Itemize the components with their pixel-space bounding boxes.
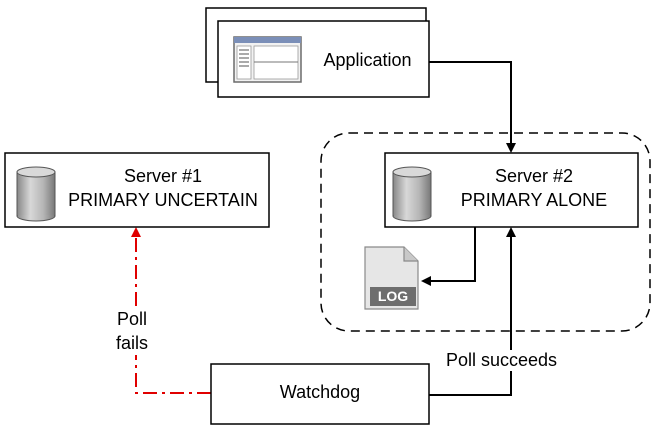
server2-database-icon	[392, 166, 432, 222]
watchdog-label-text: Watchdog	[279, 382, 361, 402]
log-label: LOG	[370, 287, 416, 306]
poll-success-connector	[429, 227, 516, 396]
poll-fail-line1: Poll	[116, 309, 147, 329]
app-to-server2-connector	[429, 61, 516, 153]
application-window-icon	[233, 36, 302, 83]
application-label: Application	[310, 50, 425, 71]
poll-fail-connector	[131, 227, 211, 394]
server1-name: Server #1	[123, 166, 203, 186]
watchdog-box	[210, 363, 430, 425]
poll-fail-label: Poll fails	[100, 307, 164, 355]
poll-fail-line2: fails	[115, 333, 148, 353]
server1-status: PRIMARY UNCERTAIN	[68, 190, 258, 210]
server2-name: Server #2	[494, 166, 574, 186]
server2-group-boundary	[320, 132, 651, 332]
server2-label: Server #2 PRIMARY ALONE	[434, 164, 634, 212]
server2-to-log-connector	[421, 226, 476, 286]
log-label-text: LOG	[377, 288, 409, 304]
server1-database-icon	[16, 166, 56, 222]
watchdog-label: Watchdog	[211, 382, 429, 403]
application-label-text: Application	[323, 50, 412, 70]
server2-status: PRIMARY ALONE	[460, 190, 608, 210]
poll-success-label-text: Poll succeeds	[446, 350, 558, 370]
server1-label: Server #1 PRIMARY UNCERTAIN	[58, 164, 268, 212]
poll-success-label: Poll succeeds	[446, 350, 586, 371]
log-file-icon	[364, 246, 419, 310]
